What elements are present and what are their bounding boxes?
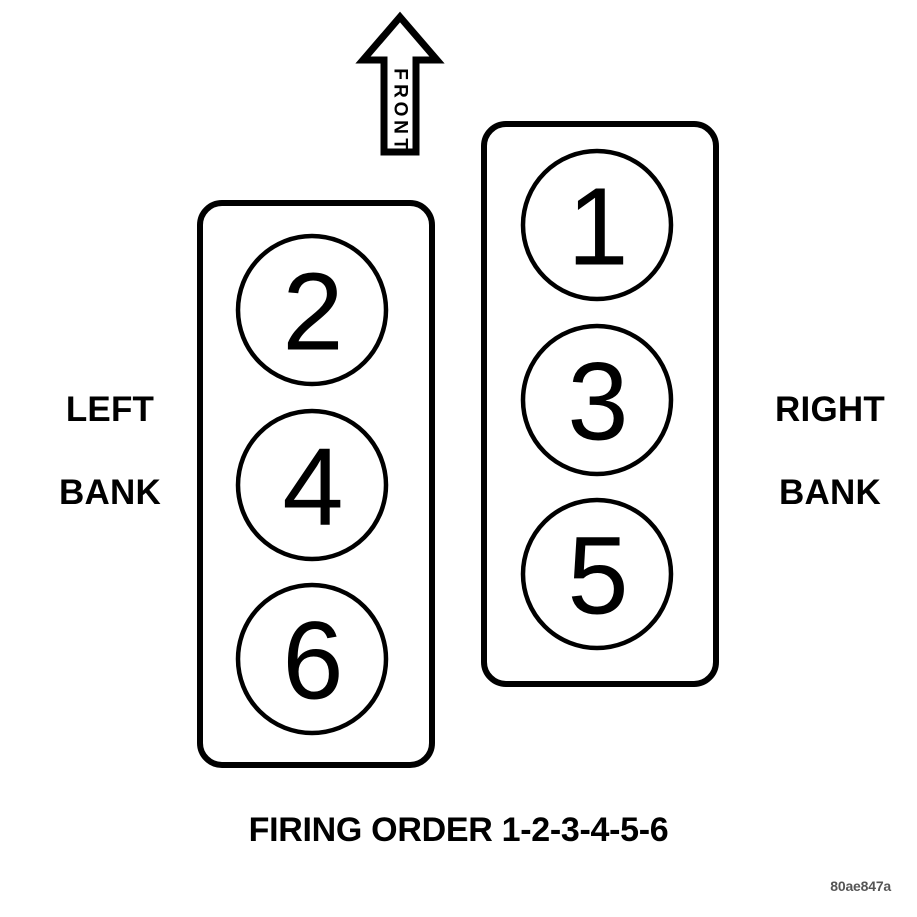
cylinder-circle bbox=[520, 323, 674, 477]
cylinder-number: 2 bbox=[282, 251, 343, 374]
cylinder-circle bbox=[520, 497, 674, 651]
right-bank-label: RIGHT BANK bbox=[745, 348, 915, 554]
firing-order-caption: FIRING ORDER 1-2-3-4-5-6 bbox=[248, 811, 669, 849]
left-bank-label: LEFT BANK bbox=[30, 348, 190, 554]
right-bank-cylinder-5: 5 bbox=[520, 497, 674, 651]
left-bank-group: 2 4 6 bbox=[197, 200, 435, 768]
cylinder-number: 3 bbox=[567, 341, 628, 464]
front-letter-n: N bbox=[390, 120, 411, 134]
left-bank-cylinder-6: 6 bbox=[235, 582, 389, 736]
front-letter-r: R bbox=[390, 84, 411, 98]
cylinder-number: 1 bbox=[567, 166, 628, 289]
left-bank-cylinder-4: 4 bbox=[235, 408, 389, 562]
right-bank-label-line2: BANK bbox=[779, 472, 881, 512]
right-bank-cylinder-1: 1 bbox=[520, 148, 674, 302]
front-letter-o: O bbox=[390, 102, 411, 117]
cylinder-circle bbox=[235, 233, 389, 387]
left-bank-label-line1: LEFT bbox=[65, 390, 155, 430]
cylinder-number: 6 bbox=[282, 600, 343, 723]
right-bank-label-line1: RIGHT bbox=[775, 390, 885, 430]
right-bank-group: 1 3 5 bbox=[481, 121, 719, 687]
left-bank-cylinder-2: 2 bbox=[235, 233, 389, 387]
cylinder-circle bbox=[235, 582, 389, 736]
front-arrow: F R O N T bbox=[355, 11, 445, 156]
cylinder-number: 5 bbox=[567, 515, 628, 638]
front-letter-t: T bbox=[390, 138, 411, 150]
front-arrow-shape bbox=[355, 11, 445, 156]
front-letter-f: F bbox=[390, 68, 411, 80]
left-bank-label-line2: BANK bbox=[59, 472, 161, 512]
cylinder-circle bbox=[235, 408, 389, 562]
cylinder-number: 4 bbox=[282, 426, 343, 549]
cylinder-circle bbox=[520, 148, 674, 302]
figure-code: 80ae847a bbox=[830, 878, 891, 894]
right-bank-cylinder-3: 3 bbox=[520, 323, 674, 477]
